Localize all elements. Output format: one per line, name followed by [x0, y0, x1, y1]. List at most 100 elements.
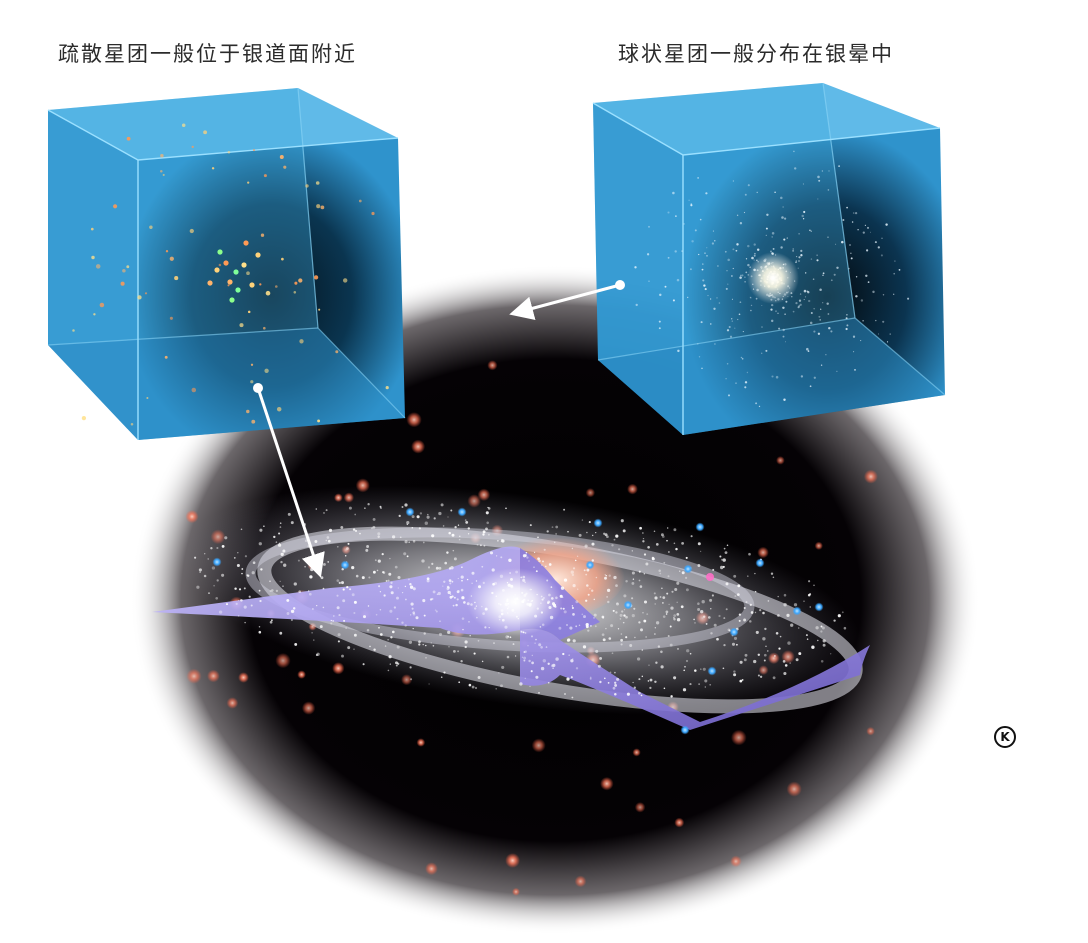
globular-speckle-star: [775, 375, 779, 379]
open-cluster-star: [217, 249, 223, 255]
disk-star: [240, 528, 243, 531]
disk-star: [395, 664, 398, 667]
disk-star: [517, 618, 519, 620]
disk-star: [258, 589, 261, 592]
disk-star: [506, 582, 509, 584]
disk-star: [457, 650, 460, 653]
globular-speckle-star: [672, 191, 675, 195]
halo-star: [301, 701, 316, 715]
globular-speckle-star: [774, 191, 776, 193]
disk-star: [314, 540, 318, 543]
open-cluster-star: [249, 282, 255, 288]
disk-star: [207, 558, 209, 560]
disk-star: [237, 615, 240, 617]
disk-star: [743, 606, 746, 610]
globular-speckle-star: [822, 274, 824, 276]
globular-speckle-star: [821, 170, 824, 172]
disk-star: [404, 540, 408, 544]
globular-speckle-star: [862, 231, 865, 234]
globular-speckle-star: [791, 296, 793, 298]
disk-star: [409, 582, 412, 586]
disk-star: [367, 503, 370, 506]
disk-star: [244, 555, 248, 558]
disk-star: [744, 653, 748, 657]
open-cluster-star: [281, 257, 284, 261]
disk-star: [365, 548, 369, 552]
globular-speckle-star: [852, 212, 855, 214]
disk-star: [585, 573, 588, 576]
globular-speckle-star: [742, 331, 744, 333]
open-cluster-star: [263, 326, 266, 330]
globular-speckle-star: [664, 285, 667, 288]
disk-open-cluster: [457, 507, 467, 517]
globular-speckle-star: [866, 249, 869, 252]
disk-star: [492, 582, 495, 586]
disk-star: [469, 634, 471, 637]
disk-star: [406, 555, 409, 558]
disk-star: [216, 546, 219, 550]
disk-star: [398, 514, 401, 518]
globular-speckle-star: [676, 278, 680, 282]
disk-star: [524, 650, 527, 653]
disk-star: [404, 585, 407, 588]
disk-star: [293, 582, 297, 586]
globular-speckle-star: [761, 326, 763, 328]
disk-star: [436, 593, 439, 596]
disk-star: [484, 626, 487, 629]
disk-star: [614, 671, 616, 674]
open-cluster-star: [235, 287, 241, 293]
open-cluster-star: [298, 278, 303, 283]
disk-star: [704, 686, 706, 688]
disk-star: [588, 521, 591, 524]
disk-star: [640, 628, 643, 632]
disk-star: [498, 615, 502, 619]
disk-star: [679, 570, 681, 572]
disk-star: [477, 676, 481, 679]
disk-star: [337, 633, 341, 637]
halo-star: [226, 697, 239, 709]
disk-star: [319, 625, 323, 629]
globular-speckle-star: [782, 328, 785, 332]
globular-speckle-star: [648, 225, 650, 228]
disk-star: [697, 564, 701, 567]
disk-open-cluster: [707, 666, 717, 676]
disk-star: [560, 586, 565, 590]
disk-star: [681, 571, 685, 575]
disk-star: [422, 599, 426, 603]
disk-star: [320, 576, 324, 580]
disk-star: [676, 647, 680, 650]
disk-star: [278, 532, 281, 535]
disk-star: [539, 626, 542, 628]
disk-star: [533, 551, 536, 554]
disk-open-cluster: [340, 560, 350, 570]
disk-star: [451, 533, 455, 537]
open-cluster-star: [315, 181, 320, 185]
disk-cross-section: [152, 546, 870, 730]
disk-star: [673, 542, 676, 545]
open-cluster-star: [251, 419, 256, 424]
disk-star: [489, 551, 494, 555]
disk-star: [404, 503, 408, 507]
disk-star: [723, 547, 726, 550]
globular-speckle-star: [770, 250, 772, 253]
disk-star: [591, 542, 595, 546]
copyright-icon: K: [994, 726, 1016, 748]
disk-star: [822, 643, 826, 647]
globular-speckle-star: [727, 258, 730, 262]
disk-star: [507, 612, 509, 614]
disk-star: [250, 604, 253, 607]
disk-star: [390, 581, 393, 584]
disk-star: [434, 609, 437, 611]
globular-speckle-star: [872, 290, 875, 294]
open-cluster-star: [294, 281, 298, 285]
disk-star: [540, 602, 542, 604]
open-cluster-star: [371, 211, 375, 216]
disk-star: [619, 618, 622, 620]
disk-star: [520, 576, 523, 579]
disk-star: [608, 637, 612, 640]
globular-speckle-star: [746, 371, 749, 374]
disk-star: [822, 639, 826, 643]
open-cluster-star: [160, 169, 163, 173]
disk-star: [377, 535, 380, 538]
